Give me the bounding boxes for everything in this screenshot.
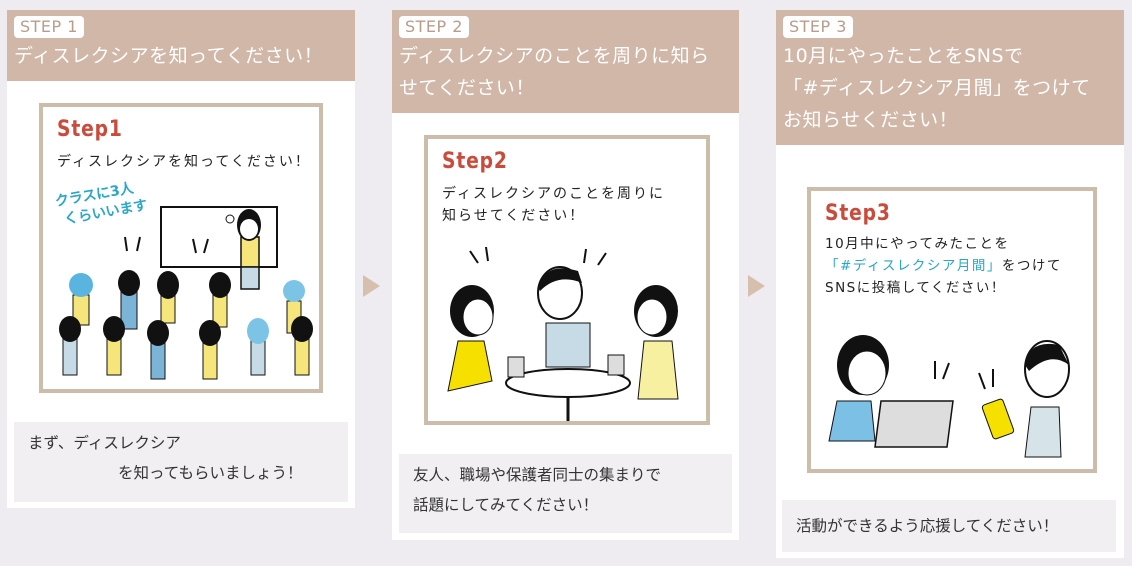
step-1-note: まず、ディスレクシア を知ってもらいましょう！ [14, 422, 348, 502]
step-3-title: 10月にやったことをSNSで 「#ディスレクシア月間」をつけて お知らせください… [783, 45, 1091, 131]
step-2-note: 友人、職場や保護者同士の集まりで 話題にしてみてください！ [399, 454, 732, 533]
step-1-panel: STEP 1 ディスレクシアを知ってください！ Step1 ディスレクシアを知っ… [7, 10, 355, 508]
step-2-title: ディスレクシアのことを周りに知ら せてください！ [399, 45, 710, 99]
step-1-header: STEP 1 ディスレクシアを知ってください！ [7, 10, 355, 81]
step-3-illustration-card: Step3 10月中にやってみたことを 「#ディスレクシア月間」をつけて SNS… [807, 187, 1097, 473]
next-arrow-icon [363, 275, 380, 297]
step-2-illustration-card: Step2 ディスレクシアのことを周りに 知らせてください！ [424, 135, 710, 425]
step-3-note: 活動ができるよう応援してください！ [782, 500, 1116, 552]
next-arrow-icon [748, 275, 765, 297]
sns-posting-illustration [828, 335, 1070, 458]
step-3-header: STEP 3 10月にやったことをSNSで 「#ディスレクシア月間」をつけて お… [776, 10, 1124, 145]
classroom-illustration [59, 206, 313, 380]
step-2-panel: STEP 2 ディスレクシアのことを周りに知ら せてください！ Step2 ディ… [392, 10, 739, 540]
step-3-panel: STEP 3 10月にやったことをSNSで 「#ディスレクシア月間」をつけて お… [776, 10, 1124, 558]
step-2-header: STEP 2 ディスレクシアのことを周りに知ら せてください！ [392, 10, 739, 113]
friends-talking-illustration [447, 246, 679, 421]
step-3-badge: STEP 3 [783, 16, 853, 38]
step-3-logo: Step3 [825, 201, 891, 226]
hashtag-text: 「#ディスレクシア月間」 [825, 258, 1002, 274]
step-1-logo: Step1 [57, 117, 123, 142]
step-2-logo: Step2 [442, 149, 508, 174]
step-1-illustration-card: Step1 ディスレクシアを知ってください！ クラスに3人 くらいいます [39, 103, 323, 393]
step-2-badge: STEP 2 [399, 16, 469, 38]
step-2-card-text: ディスレクシアのことを周りに 知らせてください！ [442, 186, 666, 224]
step-3-card-text: 10月中にやってみたことを 「#ディスレクシア月間」をつけて SNSに投稿してく… [825, 236, 1062, 296]
step-1-card-text: ディスレクシアを知ってください！ [57, 154, 311, 170]
step-1-badge: STEP 1 [14, 16, 84, 38]
step-1-title: ディスレクシアを知ってください！ [14, 45, 324, 67]
